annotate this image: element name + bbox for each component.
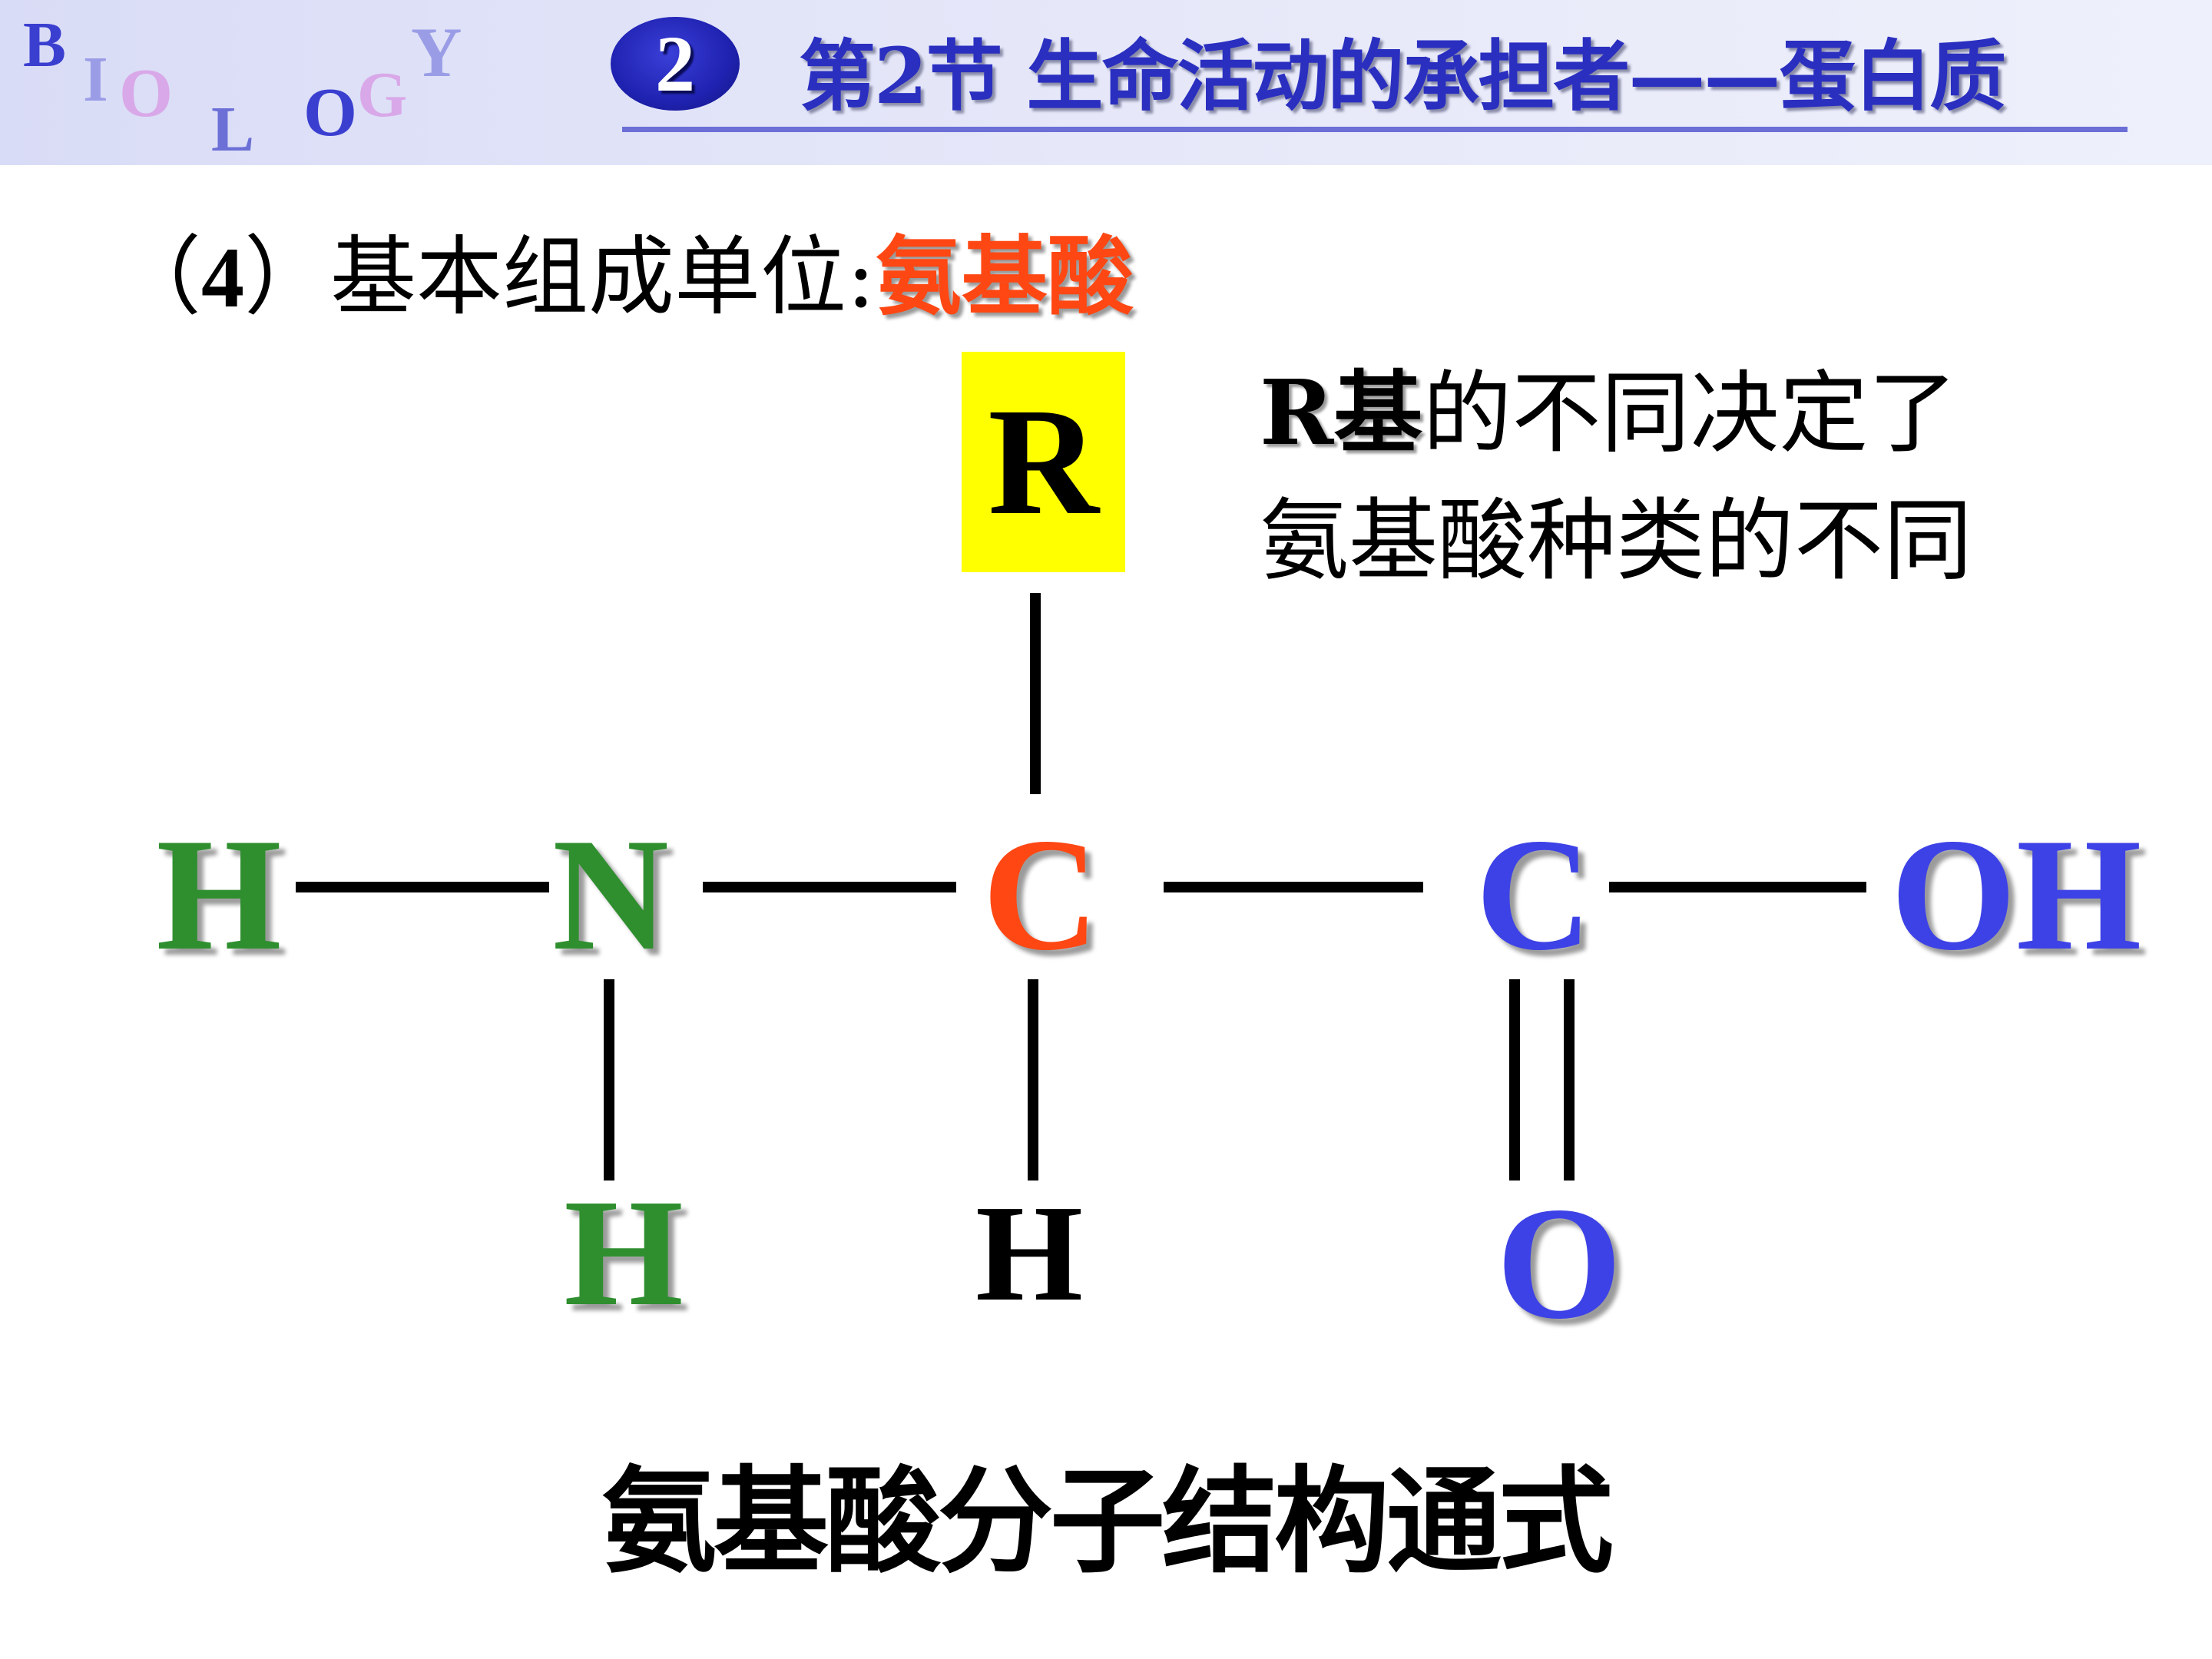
r-group-label: R [988, 377, 1099, 547]
diagram-caption: 氨基酸分子结构通式 [601, 1454, 1614, 1589]
section-number-badge: 2 [611, 17, 740, 111]
subtitle-number: 4 [201, 230, 244, 326]
bond-ccarboxyl-oh [1609, 882, 1866, 892]
header-bar: B I O L O G Y 2 第2节 生命活动的承担者——蛋白质 [0, 0, 2212, 165]
logo-letter-i: I [83, 44, 108, 115]
note-bold: R基 [1260, 361, 1423, 465]
atom-h-left: H [156, 806, 282, 984]
bond-calpha-ccarboxyl [1164, 882, 1423, 892]
r-group-note: R基的不同决定了 氨基酸种类的不同 [1260, 349, 1972, 605]
atom-oh: OH [1890, 806, 2142, 984]
bond-ralpha [1030, 593, 1041, 794]
subtitle-text: ）基本组成单位: [244, 227, 876, 327]
logo-letter-y: Y [411, 13, 462, 91]
subtitle: （4）基本组成单位:氨基酸 [115, 207, 1134, 332]
logo-letter-l: L [211, 94, 255, 165]
logo-letter-g: G [357, 59, 408, 131]
logo-letter-o1: O [119, 55, 174, 131]
atom-h-amino: H [564, 1168, 684, 1338]
bond-n-calpha [703, 882, 956, 892]
note-line-1: R基的不同决定了 [1260, 349, 1972, 478]
note-line-2: 氨基酸种类的不同 [1260, 489, 1972, 593]
header-divider [622, 127, 2128, 132]
bond-double-o-2 [1564, 979, 1575, 1181]
atom-n: N [552, 806, 669, 984]
bond-h-n [296, 882, 549, 892]
note-line-1-rest: 的不同决定了 [1422, 362, 1958, 465]
atom-o-carbonyl: O [1496, 1174, 1622, 1353]
r-group-box: R [962, 352, 1125, 572]
section-title: 第2节 生命活动的承担者——蛋白质 [799, 31, 2006, 121]
bond-double-o-1 [1509, 979, 1520, 1181]
section-number: 2 [655, 19, 695, 108]
atom-h-alpha: H [975, 1177, 1084, 1330]
subtitle-prefix: （ [115, 227, 201, 327]
logo-letter-o2: O [303, 75, 358, 151]
atom-c-carboxyl: C [1475, 806, 1592, 984]
atom-c-alpha: C [982, 806, 1099, 984]
bond-calpha-h [1028, 979, 1038, 1181]
logo-letter-b: B [23, 9, 67, 81]
bond-n-h [604, 979, 614, 1181]
subtitle-highlight: 氨基酸 [875, 227, 1134, 327]
